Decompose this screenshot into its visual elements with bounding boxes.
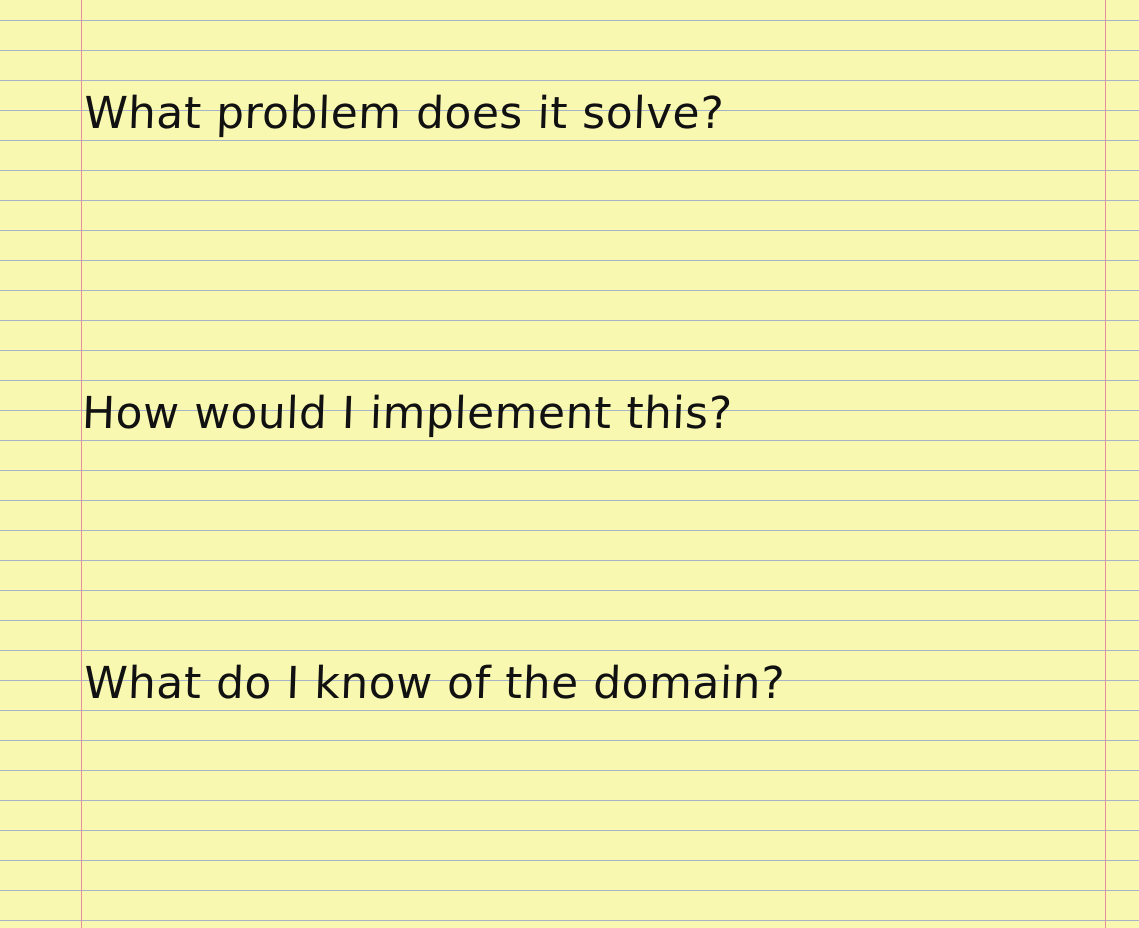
right-margin-line xyxy=(1105,0,1106,928)
note-question-domain: What do I know of the domain? xyxy=(83,658,786,709)
left-margin-line xyxy=(81,0,82,928)
note-question-implementation: How would I implement this? xyxy=(81,388,734,439)
note-question-problem: What problem does it solve? xyxy=(83,88,725,139)
